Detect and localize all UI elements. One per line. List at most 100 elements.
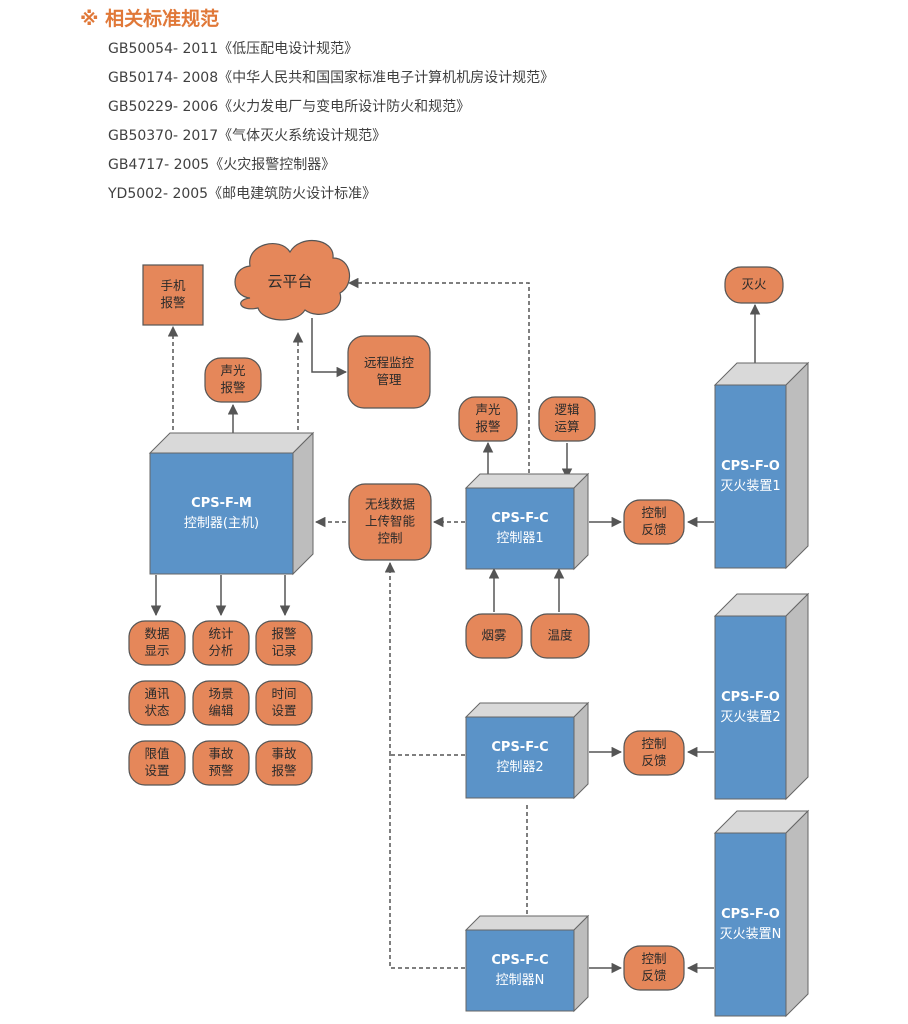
controller-n-front-face — [465, 929, 575, 1012]
function-item-4-text-1: 通讯 — [144, 686, 170, 701]
control-feedback-2-shape — [623, 730, 685, 776]
master-controller-side-face — [292, 431, 314, 576]
function-item-7-shape — [128, 740, 186, 786]
sound-light-alarm-1-text-2: 报警 — [220, 380, 245, 395]
function-item-2-shape — [192, 620, 250, 666]
standard-item-6: YD5002- 2005《邮电建筑防火设计标准》 — [108, 186, 377, 202]
control-feedback-1-text-1: 控制 — [641, 505, 666, 520]
extinguisher-1-side-face — [785, 361, 809, 570]
extinguisher-n-front-face — [714, 832, 787, 1017]
controller-2-label: 控制器2 — [496, 760, 543, 775]
function-item-5-text-2: 编辑 — [208, 703, 233, 718]
logic-operation-node-text-2: 运算 — [554, 419, 579, 434]
standard-item-3: GB50229- 2006《火力发电厂与变电所设计防火和规范》 — [108, 99, 471, 115]
control-feedback-1-text-2: 反馈 — [641, 522, 666, 537]
function-item-3-text-2: 记录 — [271, 643, 296, 658]
cloud-platform: 云平台 — [234, 239, 350, 321]
function-item-6-text-1: 时间 — [271, 686, 296, 701]
smoke-sensor-shape — [465, 613, 523, 659]
function-item-8-text-1: 事故 — [208, 746, 234, 761]
extinguisher-2-model: CPS-F-O — [721, 690, 780, 705]
line-cn-to-bus — [389, 755, 465, 969]
extinguisher-1-front-face — [714, 384, 787, 569]
standard-item-1: GB50054- 2011《低压配电设计规范》 — [108, 41, 359, 57]
function-item-3-text-1: 报警 — [271, 626, 296, 641]
function-item-1-shape — [128, 620, 186, 666]
controller-1-label: 控制器1 — [496, 531, 543, 546]
sound-light-alarm-2-text-1: 声光 — [475, 402, 500, 417]
wireless-upload-node-text-3: 控制 — [377, 531, 402, 546]
cloud-shape — [234, 239, 350, 321]
controller-1-front-face — [465, 487, 575, 570]
control-feedback-1-shape — [623, 499, 685, 545]
extinguisher-n-side-face — [785, 809, 809, 1018]
standard-item-2: GB50174- 2008《中华人民共和国国家标准电子计算机机房设计规范》 — [108, 70, 555, 86]
function-item-8-text-2: 预警 — [208, 763, 233, 778]
connectors — [150, 277, 761, 974]
master-controller-model: CPS-F-M — [191, 496, 252, 511]
extinguisher-1-model: CPS-F-O — [721, 459, 780, 474]
wireless-upload-node-text-2: 上传智能 — [365, 514, 416, 529]
function-item-4-text-2: 状态 — [144, 703, 169, 718]
function-item-1-text-2: 显示 — [144, 643, 169, 658]
sound-light-alarm-2-text-2: 报警 — [475, 419, 500, 434]
phone-alarm-box-text-1: 手机 — [160, 278, 186, 293]
standard-item-4: GB50370- 2017《气体灭火系统设计规范》 — [108, 128, 387, 144]
controller-1-side-face — [573, 472, 589, 571]
function-item-9-text-1: 事故 — [271, 746, 297, 761]
remote-monitor-node-text-2: 管理 — [376, 372, 402, 387]
arrow-c1-to-cloud — [347, 277, 530, 487]
sound-light-alarm-1-text-1: 声光 — [220, 363, 245, 378]
function-item-9-text-2: 报警 — [271, 763, 296, 778]
control-feedback-n-shape — [623, 945, 685, 991]
controller-2-side-face — [573, 701, 589, 800]
temperature-sensor-shape — [530, 613, 590, 659]
extinguisher-n-label: 灭火装置N — [720, 927, 782, 942]
control-feedback-2-text-2: 反馈 — [641, 753, 666, 768]
controller-n-side-face — [573, 914, 589, 1013]
logic-operation-node-text-1: 逻辑 — [554, 402, 579, 417]
sound-light-alarm-2-shape — [458, 396, 518, 442]
extinguish-node-shape — [724, 266, 784, 304]
controller-2-front-face — [465, 716, 575, 799]
controller-2-top-face — [464, 702, 590, 718]
master-controller-label: 控制器(主机) — [184, 516, 259, 531]
function-item-7-text-2: 设置 — [144, 763, 169, 778]
logic-operation-node-shape — [538, 396, 596, 442]
function-item-1-text-1: 数据 — [144, 626, 169, 641]
controller-n-top-face — [464, 915, 590, 931]
controller-1: CPS-F-C 控制器1 — [464, 472, 590, 571]
master-controller: CPS-F-M 控制器(主机) — [148, 431, 315, 576]
control-feedback-n-text-2: 反馈 — [641, 968, 666, 983]
cloud-platform-label: 云平台 — [267, 273, 312, 291]
temperature-sensor: 温度 — [530, 613, 590, 659]
controller-2-model: CPS-F-C — [491, 740, 548, 755]
phone-alarm-box-shape — [142, 264, 204, 326]
function-item-2-text-2: 分析 — [208, 643, 233, 658]
sound-light-alarm-1-shape — [204, 357, 262, 403]
function-item-6-text-2: 设置 — [271, 703, 296, 718]
controller-1-model: CPS-F-C — [491, 511, 548, 526]
master-controller-front-face — [149, 452, 294, 575]
function-item-8-shape — [192, 740, 250, 786]
phone-alarm-box-text-2: 报警 — [160, 295, 185, 310]
function-item-5-shape — [192, 680, 250, 726]
extinguisher-n-model: CPS-F-O — [721, 907, 780, 922]
